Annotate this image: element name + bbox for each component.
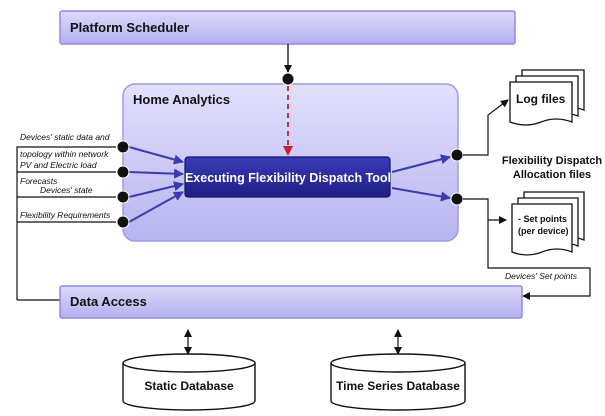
log-files-docs: Log files (509, 69, 585, 126)
output-arrows (391, 154, 451, 202)
flex-files-title-2: Allocation files (513, 169, 591, 181)
input-connector-dots (116, 140, 130, 229)
input-arrows (128, 146, 184, 223)
dispatch-tool-block: Executing Flexibility Dispatch Tool (184, 156, 391, 198)
dispatch-tool-label: Executing Flexibility Dispatch Tool (185, 171, 391, 185)
set-points-label-1: - Set points (518, 214, 567, 224)
data-access-label: Data Access (70, 294, 147, 309)
platform-scheduler-block: Platform Scheduler (59, 10, 516, 45)
set-points-label-2: (per device) (518, 226, 569, 236)
output-lines (463, 99, 591, 300)
platform-scheduler-label: Platform Scheduler (70, 20, 189, 35)
static-database-cylinder: Static Database (122, 353, 256, 411)
static-database-label: Static Database (144, 379, 234, 393)
timeseries-database-cylinder: Time Series Database (330, 353, 466, 411)
timeseries-database-label: Time Series Database (336, 379, 460, 393)
input-pv-label-2: Forecasts (20, 176, 58, 186)
scheduler-connector-dot (281, 72, 295, 86)
home-analytics-label: Home Analytics (133, 92, 230, 107)
data-access-block: Data Access (59, 285, 523, 319)
set-points-docs: - Set points (per device) (511, 191, 585, 256)
input-static-label-2: topology within network (20, 149, 109, 159)
input-lines (16, 146, 116, 301)
flex-files-title-1: Flexibility Dispatch (502, 155, 603, 167)
input-pv-label-1: PV and Electric load (20, 160, 97, 170)
input-state-label: Devices' state (40, 185, 93, 195)
input-labels: Devices' static data and topology within… (20, 132, 111, 220)
input-static-label-1: Devices' static data and (20, 132, 110, 142)
devices-set-points-label: Devices' Set points (505, 271, 578, 281)
log-files-label: Log files (516, 92, 566, 106)
input-flex-req-label: Flexibility Requirements (20, 210, 111, 220)
